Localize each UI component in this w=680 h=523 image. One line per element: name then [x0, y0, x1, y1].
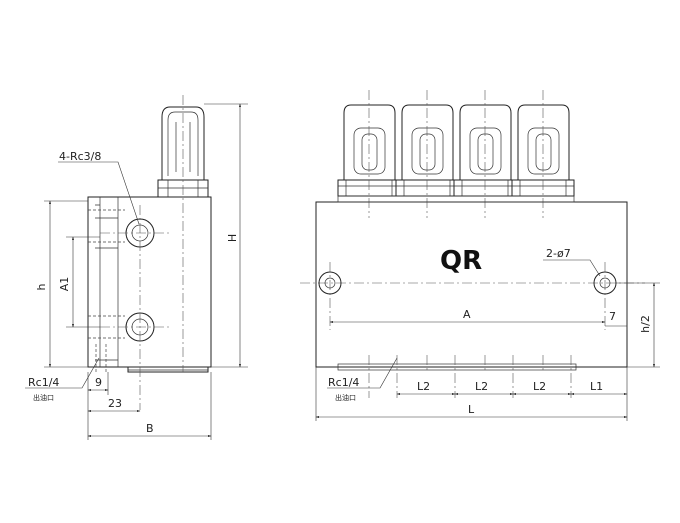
dim-B-label: B — [146, 422, 154, 435]
dim-h-label: h — [35, 283, 48, 290]
dim-L1-label: L1 — [590, 380, 603, 393]
dim-7-label: 7 — [609, 310, 616, 323]
front-body — [315, 201, 628, 368]
dim-A1-label: A1 — [58, 277, 71, 292]
dim-h-half-label: h/2 — [639, 315, 652, 333]
dim-L-label: L — [468, 403, 475, 416]
dim-H-label: H — [226, 234, 239, 242]
front-view: QR 2-ø7 A 7 h/2 Rc1/4 出油口 — [300, 90, 660, 421]
dim-L2-3-label: L2 — [533, 380, 546, 393]
front-outlet-note-label: 出油口 — [335, 393, 356, 402]
front-indicator-4 — [511, 90, 575, 218]
dim-23-label: 23 — [108, 397, 122, 410]
dim-L2-1-label: L2 — [417, 380, 430, 393]
mount-holes-label: 2-ø7 — [546, 247, 571, 260]
side-view: H h A1 4-Rc3/8 Rc1/4 出油口 9 23 B — [25, 95, 248, 440]
front-outlet-spec-label: Rc1/4 — [328, 376, 359, 389]
front-indicator-3 — [453, 90, 517, 218]
front-indicator-2 — [395, 90, 459, 218]
mount-hole-left — [318, 262, 342, 330]
side-body — [87, 196, 212, 368]
dim-L2-2-label: L2 — [475, 380, 488, 393]
dim-A-label: A — [463, 308, 471, 321]
dim-9-label: 9 — [95, 376, 102, 389]
port-spec-label: 4-Rc3/8 — [59, 150, 101, 163]
front-indicator-1 — [337, 90, 401, 218]
side-outlet-note-label: 出油口 — [33, 393, 54, 402]
side-outlet-spec-label: Rc1/4 — [28, 376, 59, 389]
brand-logo: QR — [440, 246, 482, 276]
